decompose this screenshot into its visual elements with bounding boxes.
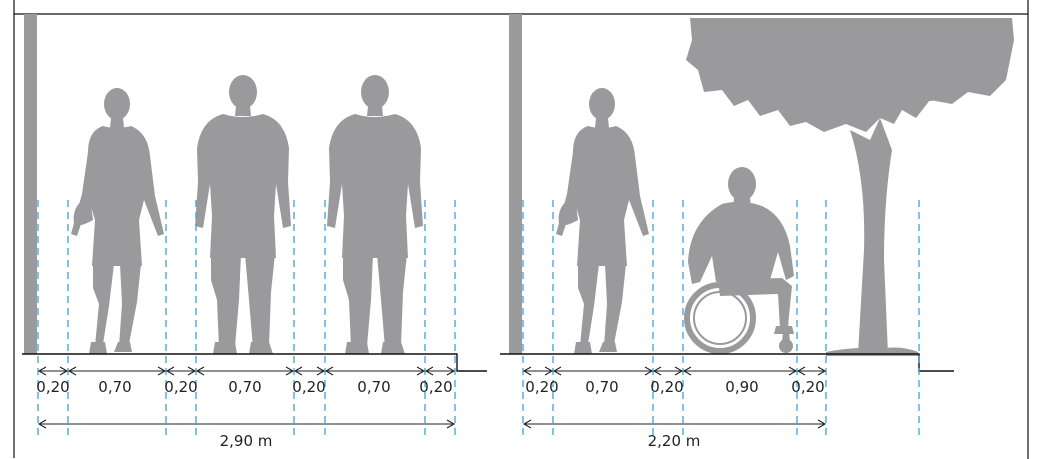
woman-silhouette-left (71, 88, 164, 354)
right-segment-label: 0,90 (725, 378, 758, 396)
arrow-head-right (544, 366, 554, 376)
woman-silhouette-right (556, 88, 649, 354)
arrow-head-right (446, 366, 456, 376)
right-segment-label: 0,20 (791, 378, 824, 396)
left-panel-pedestrians (22, 14, 487, 372)
segment-dimension-arrow (682, 366, 798, 376)
left-segment-label: 0,20 (419, 378, 452, 396)
man-silhouette-1 (195, 75, 291, 354)
wall-left (24, 14, 37, 354)
left-segment-label: 0,20 (164, 378, 197, 396)
arrow-head-left (424, 366, 434, 376)
right-segment-label: 0,20 (650, 378, 683, 396)
arrow-head-left (67, 366, 77, 376)
arrow-head-left (682, 366, 692, 376)
segment-dimension-arrow (37, 366, 69, 376)
arrow-head-right (187, 366, 197, 376)
left-dimensions: 0,20 0,70 0,20 0,70 0,20 0,70 0,20 2,90 … (36, 366, 456, 450)
arrow-head-right (157, 366, 167, 376)
wheelchair-user-silhouette (684, 167, 794, 354)
arrow-head-right (674, 366, 684, 376)
arrow-head-left (522, 366, 532, 376)
arrow-head-left (522, 419, 532, 429)
left-segment-label: 0,70 (98, 378, 131, 396)
left-total-label: 2,90 m (220, 432, 273, 450)
left-segment-label: 0,70 (228, 378, 261, 396)
ground-line-left (22, 353, 487, 372)
right-dimensions: 0,20 0,70 0,20 0,90 0,20 2,20 m (522, 366, 827, 450)
segment-dimension-arrow (796, 366, 827, 376)
left-guide-lines (37, 200, 456, 438)
segment-dimension-arrow (195, 366, 295, 376)
arrow-head-right (285, 366, 295, 376)
arrow-head-right (817, 366, 827, 376)
arrow-head-right (817, 419, 827, 429)
arrow-head-left (552, 366, 562, 376)
tree-silhouette (686, 18, 1014, 356)
left-segment-label: 0,70 (357, 378, 390, 396)
arrow-head-right (416, 366, 426, 376)
segment-dimension-arrow (522, 366, 554, 376)
total-dimension-arrow (522, 419, 827, 429)
arrow-head-left (195, 366, 205, 376)
segment-dimension-arrow (652, 366, 684, 376)
man-silhouette-2 (327, 75, 423, 354)
segment-dimension-arrow (324, 366, 426, 376)
arrow-head-left (796, 366, 806, 376)
total-dimension-arrow (37, 419, 456, 429)
segment-dimension-arrow (293, 366, 326, 376)
arrow-head-right (788, 366, 798, 376)
arrow-head-left (324, 366, 334, 376)
segment-dimension-arrow (67, 366, 167, 376)
left-segment-label: 0,20 (292, 378, 325, 396)
right-guide-lines (522, 200, 920, 438)
segment-dimension-arrow (552, 366, 654, 376)
right-segment-label: 0,20 (525, 378, 558, 396)
right-segment-label: 0,70 (585, 378, 618, 396)
segment-dimension-arrow (424, 366, 456, 376)
right-total-label: 2,20 m (648, 432, 701, 450)
arrow-head-left (37, 419, 47, 429)
arrow-head-left (293, 366, 303, 376)
right-panel-wheelchair (500, 14, 1014, 372)
left-segment-label: 0,20 (36, 378, 69, 396)
arrow-head-right (644, 366, 654, 376)
arrow-head-left (37, 366, 47, 376)
ground-line-right (500, 353, 954, 372)
arrow-head-left (652, 366, 662, 376)
arrow-head-right (446, 419, 456, 429)
segment-dimension-arrow (165, 366, 197, 376)
arrow-head-right (316, 366, 326, 376)
arrow-head-left (165, 366, 175, 376)
arrow-head-right (59, 366, 69, 376)
wall-right (509, 14, 522, 354)
